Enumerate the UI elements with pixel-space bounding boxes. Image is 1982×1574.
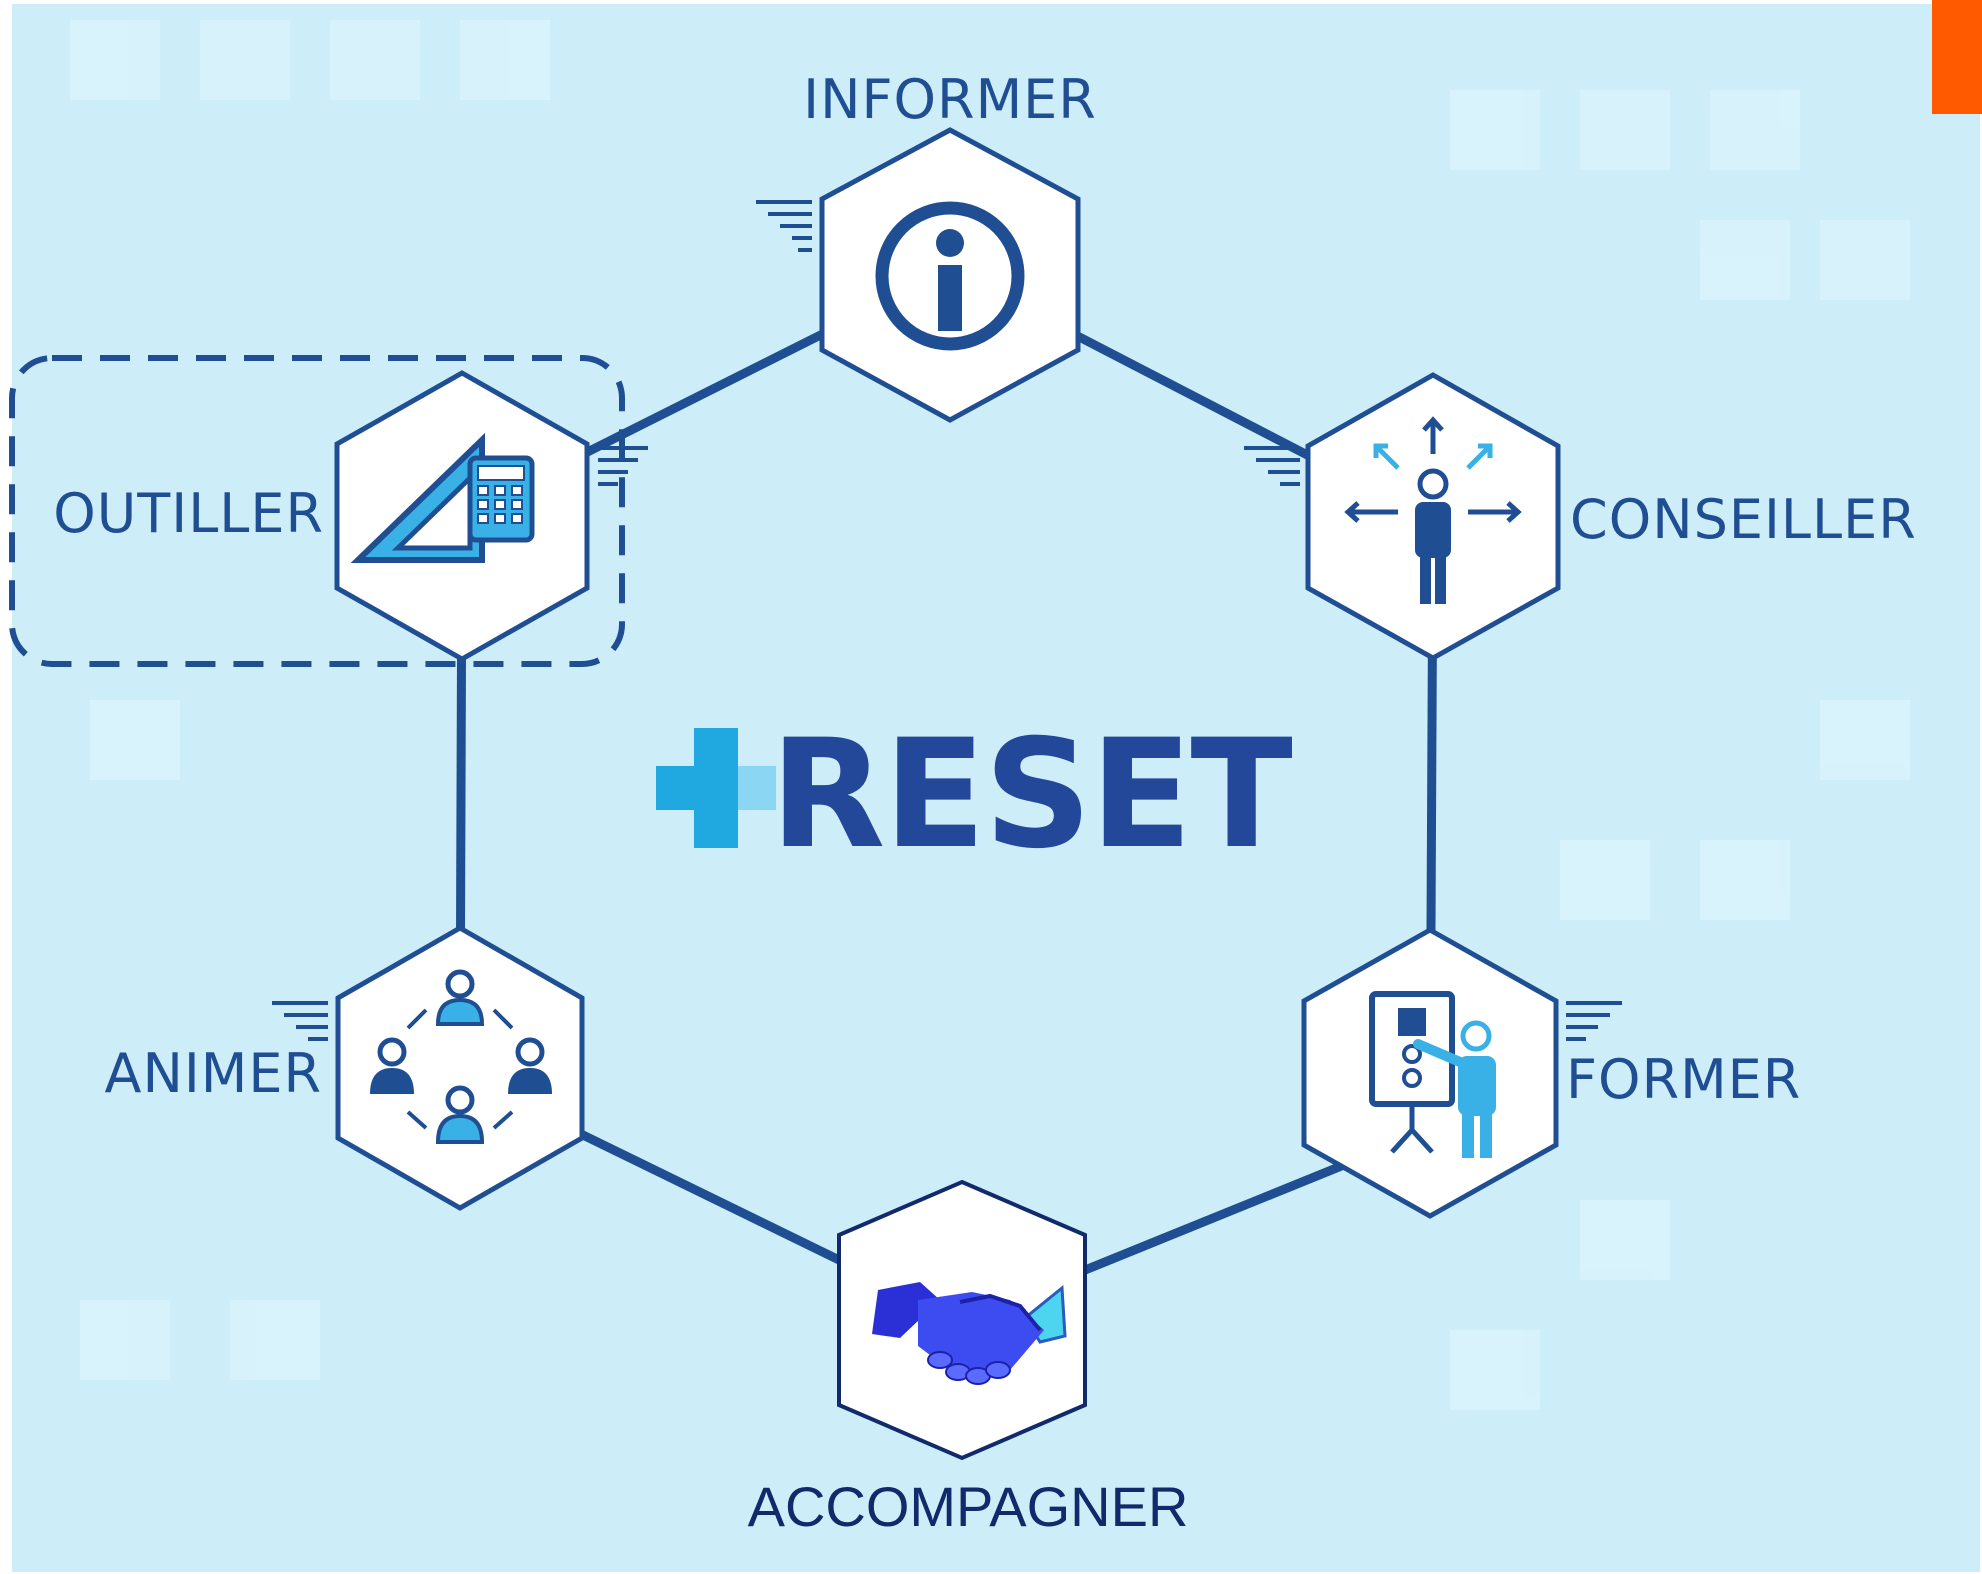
background-pattern [70,20,1910,1410]
speed-lines-icon [598,446,648,486]
node-label: INFORMER [803,68,1097,131]
speed-lines-icon [272,1001,328,1041]
speed-lines-icon [1244,446,1300,486]
node-animer[interactable]: ANIMER [105,925,585,1211]
logo-text: RESET [770,708,1292,882]
speed-lines-icon [1566,1001,1622,1041]
set-square-calculator-icon [350,432,535,563]
people-network-icon [370,969,552,1144]
node-conseiller[interactable]: CONSEILLER [1244,372,1917,661]
speed-lines-icon [756,200,812,252]
node-former[interactable]: FORMER [1301,927,1801,1219]
outiller-highlight-box [9,355,625,667]
node-informer[interactable]: INFORMER [756,68,1097,423]
node-label: OUTILLER [53,482,324,545]
reset-logo: RESET [656,708,1294,882]
accent-block [1932,0,1982,114]
person-arrows-icon [1344,416,1522,604]
node-outiller[interactable]: OUTILLER [53,370,648,662]
hexagon [335,925,585,1211]
node-label: FORMER [1566,1048,1801,1111]
plus-icon [656,728,776,848]
node-label: ACCOMPAGNER [748,1475,1189,1538]
teacher-board-icon [1369,991,1496,1158]
info-icon [875,201,1025,351]
node-label: CONSEILLER [1570,488,1917,551]
hexagon [1301,927,1559,1219]
handshake-icon [872,1282,1067,1385]
node-label: ANIMER [105,1042,323,1105]
node-accompagner[interactable]: ACCOMPAGNER [748,1179,1189,1538]
